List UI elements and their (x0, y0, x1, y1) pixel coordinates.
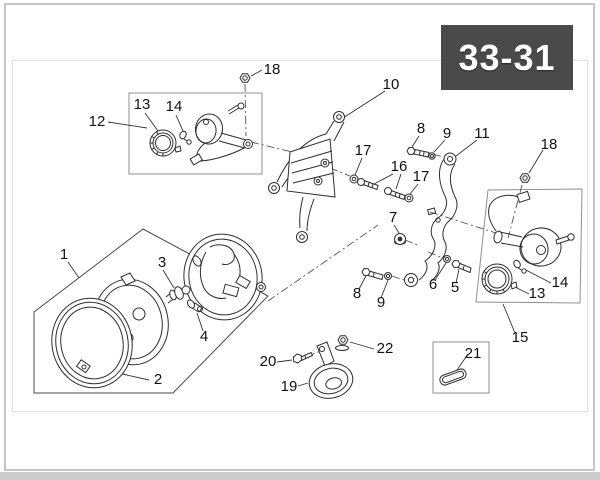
stay-bracket[interactable] (404, 152, 458, 287)
callout-1[interactable]: 1 (60, 246, 68, 263)
washer-17-left[interactable] (349, 174, 359, 184)
bottom-strip (0, 472, 600, 480)
upper-bracket[interactable] (268, 111, 345, 243)
bolt-8-bottom[interactable] (361, 268, 384, 281)
parking-bulb[interactable] (186, 299, 203, 313)
washer-6[interactable] (443, 255, 451, 263)
callout-13-right[interactable]: 13 (529, 285, 546, 302)
callout-12[interactable]: 12 (89, 113, 106, 130)
bolt-16-a[interactable] (357, 178, 379, 191)
callout-8-bottom[interactable]: 8 (353, 285, 361, 302)
right-signal-lens[interactable] (481, 263, 518, 295)
washer-9-bottom[interactable] (384, 272, 392, 280)
callout-15[interactable]: 15 (512, 329, 529, 346)
callout-7[interactable]: 7 (389, 209, 397, 226)
diagram-frame (12, 60, 588, 412)
callout-20[interactable]: 20 (260, 353, 277, 370)
bolt-8-top[interactable] (406, 147, 430, 158)
washer-17-right[interactable] (404, 193, 414, 203)
callouts: 18 12 13 14 10 8 9 11 18 17 16 17 7 1 3 … (60, 61, 569, 395)
callout-19[interactable]: 19 (281, 378, 298, 395)
callout-5[interactable]: 5 (451, 279, 459, 296)
page-code-badge: 33-31 (441, 25, 573, 90)
callout-11[interactable]: 11 (474, 125, 490, 142)
callout-10[interactable]: 10 (383, 76, 400, 93)
bolt-5[interactable] (451, 260, 472, 274)
outer-frame (4, 3, 595, 471)
left-signal-bulb[interactable] (179, 130, 192, 145)
nut-18-left[interactable] (239, 73, 251, 83)
right-signal-bulb[interactable] (512, 259, 527, 274)
bolt-16-b[interactable] (384, 187, 406, 201)
headlight-back-cover[interactable] (177, 228, 269, 326)
nut-18-right[interactable] (519, 173, 531, 183)
nut-22[interactable] (335, 335, 349, 351)
callout-14-left[interactable]: 14 (166, 98, 183, 115)
callout-2[interactable]: 2 (154, 371, 162, 388)
callout-13-left[interactable]: 13 (134, 96, 151, 113)
callout-22[interactable]: 22 (377, 340, 394, 357)
callout-9-bottom[interactable]: 9 (377, 294, 385, 311)
callout-17-left[interactable]: 17 (355, 142, 372, 159)
right-signal-body[interactable] (488, 190, 575, 269)
grommet-7[interactable] (394, 233, 406, 245)
left-signal-lens[interactable] (149, 129, 182, 157)
headlight-rim[interactable] (44, 291, 141, 396)
callout-16[interactable]: 16 (391, 158, 408, 175)
left-signal-body[interactable] (189, 102, 253, 166)
callout-18-right[interactable]: 18 (541, 136, 558, 153)
callout-18-left[interactable]: 18 (264, 61, 281, 78)
nut-9-top[interactable] (428, 152, 436, 160)
bolt-20[interactable] (292, 351, 314, 364)
horn[interactable] (306, 341, 357, 403)
callout-6[interactable]: 6 (429, 276, 437, 293)
callout-4[interactable]: 4 (200, 328, 208, 345)
callout-8-top[interactable]: 8 (417, 120, 425, 137)
headlight-bulb[interactable] (165, 285, 191, 304)
callout-9-top[interactable]: 9 (443, 125, 451, 142)
callout-14-right[interactable]: 14 (552, 274, 569, 291)
callout-3[interactable]: 3 (158, 254, 166, 271)
rubber-pad-21[interactable] (439, 368, 468, 387)
callout-21[interactable]: 21 (465, 345, 482, 362)
callout-17-right[interactable]: 17 (413, 168, 430, 185)
